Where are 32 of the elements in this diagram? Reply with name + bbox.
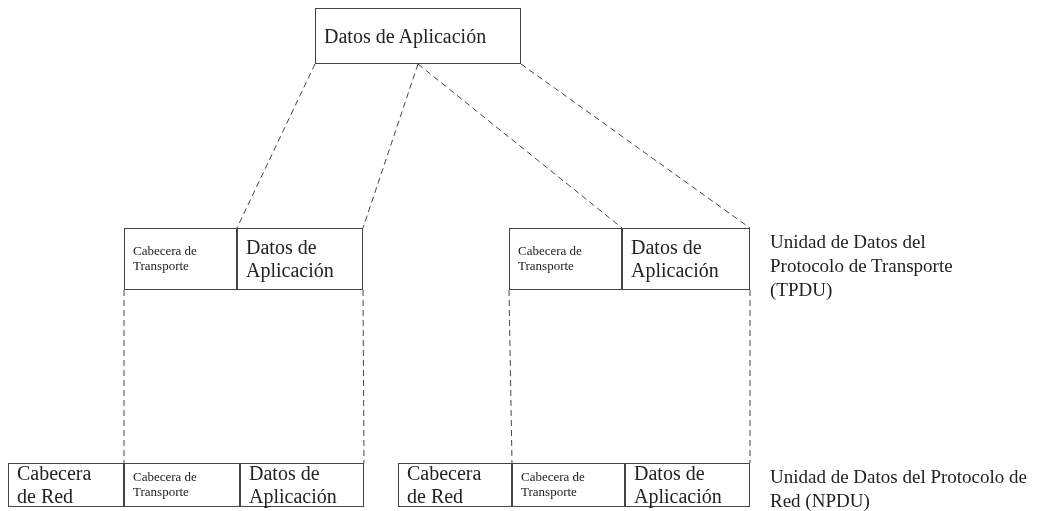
box-text: Cabecera de Transporte xyxy=(133,470,198,500)
dashed-line xyxy=(417,63,623,229)
data-box xyxy=(622,228,750,290)
header-box xyxy=(509,228,622,290)
dashed-line xyxy=(236,63,316,229)
box-text: Cabecera de Transporte xyxy=(518,244,583,274)
header-box xyxy=(512,463,625,507)
dashed-line xyxy=(508,289,513,464)
box-text: Cabecera de Transporte xyxy=(521,470,586,500)
box-text: Datos de Aplicación xyxy=(634,462,723,508)
data-box xyxy=(625,463,750,507)
dashed-line xyxy=(520,63,751,229)
data-box xyxy=(237,228,363,290)
layer-label: Unidad de Datos del Protocolo de Transporte (TPDU) xyxy=(770,230,954,302)
header-box xyxy=(124,463,240,507)
box-text: Datos de Aplicación xyxy=(249,462,338,508)
box-text: Datos de Aplicación xyxy=(246,236,335,282)
data-box xyxy=(240,463,364,507)
box-text: Cabecera de Red xyxy=(407,462,483,508)
header-box xyxy=(124,228,237,290)
dashed-line xyxy=(123,289,125,464)
box-text: Datos de Aplicación xyxy=(631,236,720,282)
data-box xyxy=(315,8,521,64)
dashed-line xyxy=(362,63,419,229)
layer-label: Unidad de Datos del Protocolo de Red (NPDU) xyxy=(770,465,1028,511)
dashed-line xyxy=(362,289,365,464)
header-box xyxy=(398,463,512,507)
header-box xyxy=(8,463,124,507)
box-text: Cabecera de Red xyxy=(17,462,93,508)
dashed-line xyxy=(749,289,751,464)
box-text: Cabecera de Transporte xyxy=(133,244,198,274)
box-text: Datos de Aplicación xyxy=(324,24,487,48)
